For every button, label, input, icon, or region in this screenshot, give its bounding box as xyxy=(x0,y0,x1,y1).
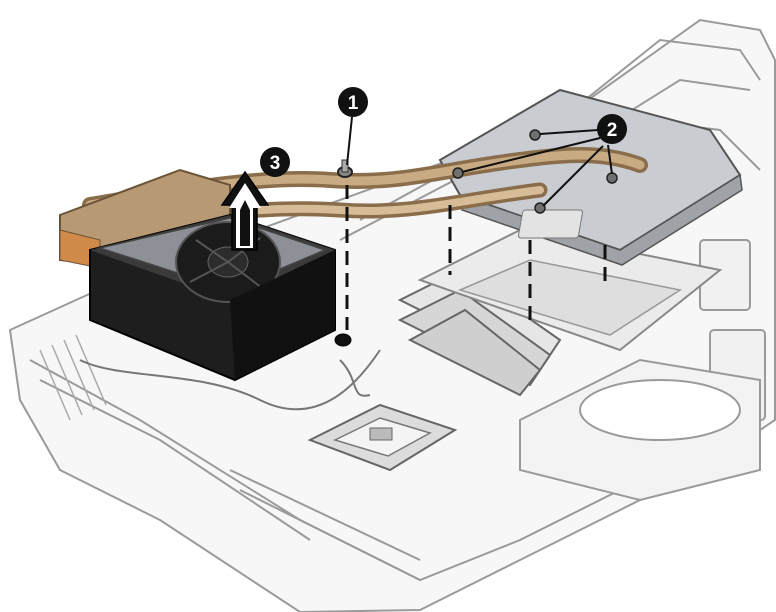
screw-icon xyxy=(337,159,353,178)
callout-2-label: 2 xyxy=(607,120,618,141)
alignment-lines xyxy=(345,185,607,330)
heat-sink-assembly xyxy=(59,88,743,382)
callout-3-label: 3 xyxy=(270,153,281,174)
callout-3: 3 xyxy=(260,147,290,177)
callout-1-label: 1 xyxy=(348,93,359,114)
callout-1: 1 xyxy=(338,87,368,117)
cpu-socket xyxy=(307,403,458,472)
callout-leaders xyxy=(346,116,613,207)
board-standoff xyxy=(334,333,352,347)
callout-2: 2 xyxy=(597,114,627,144)
memory-slots xyxy=(397,268,562,397)
antenna-cables xyxy=(79,349,381,411)
up-arrow-icon xyxy=(220,170,270,251)
graphics-board-area xyxy=(417,228,723,352)
